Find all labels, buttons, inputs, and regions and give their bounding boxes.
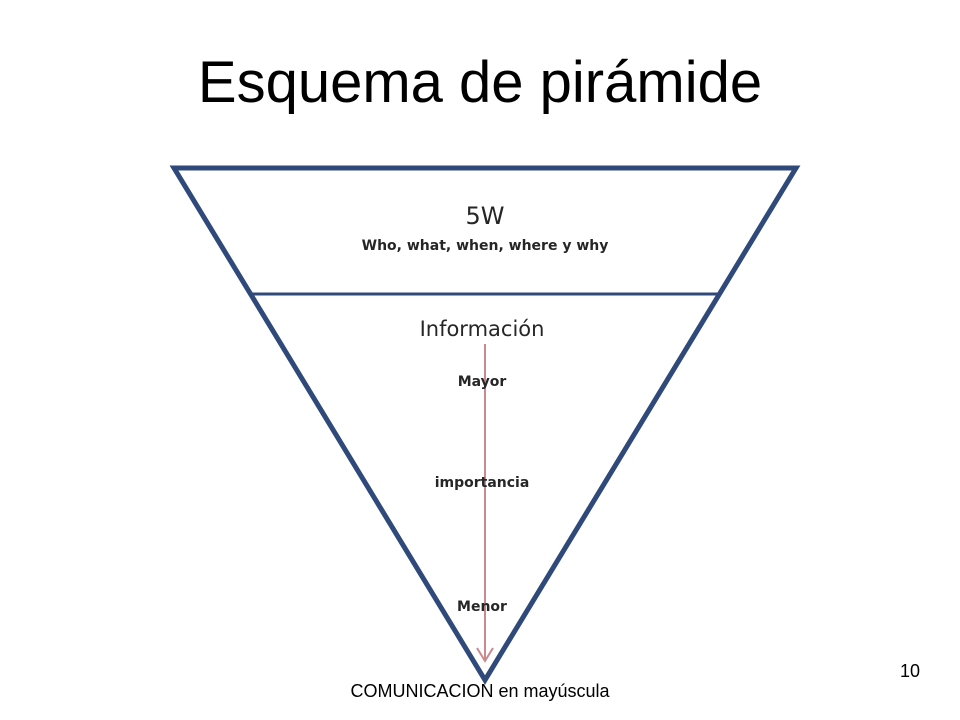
footer-text: COMUNICACION en mayúscula (350, 681, 610, 701)
label-menor: Menor (457, 599, 507, 615)
slide-title: Esquema de pirámide (197, 50, 763, 115)
page-number: 10 (899, 661, 920, 681)
top-section-heading: 5W (466, 202, 505, 230)
importance-arrow-head (476, 647, 494, 663)
label-mayor: Mayor (458, 374, 507, 390)
label-importancia: importancia (435, 475, 530, 491)
top-section-subheading: Who, what, when, where y why (362, 238, 609, 254)
bottom-section-heading: Información (420, 317, 545, 341)
